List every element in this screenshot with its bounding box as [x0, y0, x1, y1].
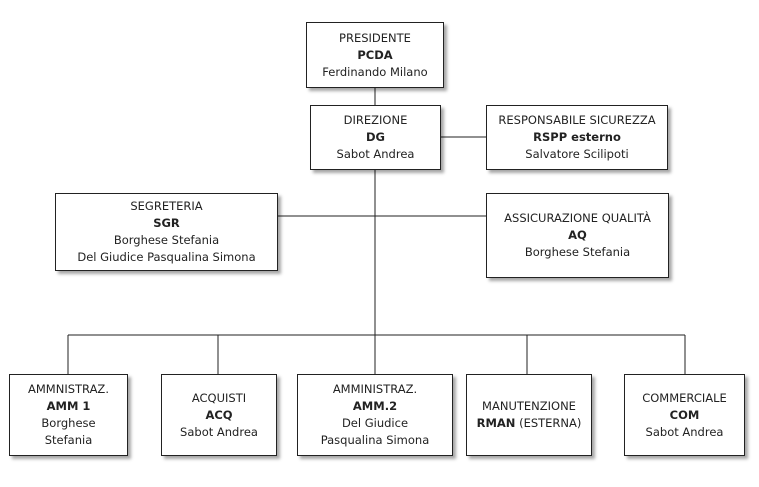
box-title: AMMNISTRAZ. [28, 382, 109, 396]
box-code: PCDA [357, 47, 393, 62]
box-title: ASSICURAZIONE QUALITÀ [504, 211, 651, 225]
box-amm2: AMMINISTRAZ. AMM.2 Del Giudice Pasqualin… [297, 374, 453, 456]
box-name: Sabot Andrea [180, 424, 258, 439]
box-title: AMMINISTRAZ. [332, 382, 418, 396]
box-code: RMAN (ESTERNA) [477, 415, 582, 432]
box-title: MANUTENZIONE [482, 399, 576, 413]
box-name: Borghese Stefania [524, 245, 631, 259]
box-code: RSPP esterno [533, 130, 621, 144]
box-code: AQ [568, 228, 587, 242]
box-name: Del Giudice [341, 416, 409, 430]
box-presidente: PRESIDENTE PCDA Ferdinando Milano [306, 22, 444, 88]
box-code: COM [669, 407, 700, 422]
box-direzione: DIREZIONE DG Sabot Andrea [310, 105, 441, 170]
box-code: ACQ [205, 407, 233, 422]
box-code: AMM.2 [352, 399, 398, 413]
box-acquisti: ACQUISTI ACQ Sabot Andrea [161, 374, 277, 456]
box-name: Sabot Andrea [645, 424, 724, 439]
box-manutenzione: MANUTENZIONE RMAN (ESTERNA) [466, 374, 592, 456]
box-name: Del Giudice Pasqualina Simona [77, 250, 256, 264]
box-title: ACQUISTI [191, 390, 247, 405]
box-title: SEGRETERIA [130, 199, 203, 213]
box-title: PRESIDENTE [339, 30, 411, 45]
box-sicurezza: RESPONSABILE SICUREZZA RSPP esterno Salv… [486, 105, 668, 170]
box-code: AMM 1 [46, 399, 91, 413]
box-code: SGR [153, 216, 180, 230]
box-code: DG [366, 130, 385, 144]
box-name: Ferdinando Milano [322, 64, 428, 79]
box-name: Salvatore Scilipoti [525, 147, 629, 161]
box-name: Sabot Andrea [336, 147, 415, 161]
box-name: Pasqualina Simona [320, 433, 430, 447]
box-qualita: ASSICURAZIONE QUALITÀ AQ Borghese Stefan… [486, 193, 669, 278]
box-title: DIREZIONE [343, 113, 408, 127]
box-commerciale: COMMERCIALE COM Sabot Andrea [624, 374, 745, 456]
box-name: Borghese Stefania [113, 233, 220, 247]
box-name: Borghese [41, 416, 96, 430]
box-name: Stefania [44, 433, 93, 447]
box-code-suffix: (ESTERNA) [515, 416, 582, 430]
box-amm1: AMMNISTRAZ. AMM 1 Borghese Stefania [9, 374, 128, 456]
box-code-main: RMAN [476, 416, 516, 430]
box-segreteria: SEGRETERIA SGR Borghese Stefania Del Giu… [55, 193, 278, 271]
box-title: COMMERCIALE [642, 390, 727, 405]
box-title: RESPONSABILE SICUREZZA [498, 113, 656, 127]
